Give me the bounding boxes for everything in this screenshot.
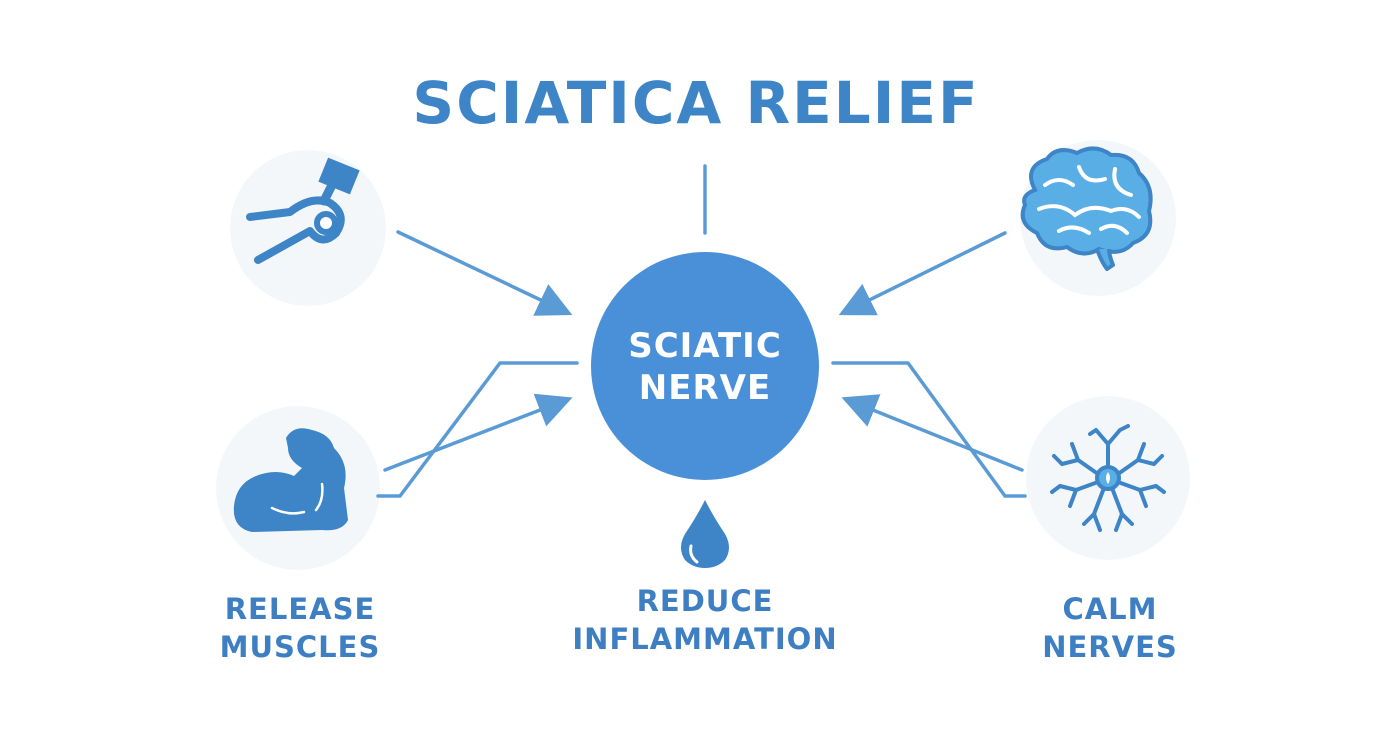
label-release-muscles: RELEASE MUSCLES: [175, 590, 425, 666]
flexed-arm-icon: [233, 428, 348, 532]
hub-label: SCIATIC NERVE: [590, 325, 820, 409]
label-reduce-inflammation-line1: REDUCE: [636, 584, 774, 618]
diagram-title: SCIATICA RELIEF: [412, 69, 980, 137]
hub-label-line1: SCIATIC: [628, 326, 782, 366]
arrow-top-right: [838, 231, 1007, 316]
sciatic-nerve-hub: [591, 252, 819, 480]
brain-icon: [1020, 146, 1153, 271]
label-reduce-inflammation: REDUCE INFLAMMATION: [540, 582, 870, 658]
connectors: [376, 164, 1027, 498]
label-reduce-inflammation-line2: INFLAMMATION: [572, 622, 838, 656]
arrow-bottom-right: [841, 394, 1024, 472]
label-release-muscles-line1: RELEASE: [224, 592, 376, 626]
label-release-muscles-line2: MUSCLES: [219, 630, 381, 664]
neuron-icon: [1050, 424, 1166, 532]
stretch-machine-icon: [246, 157, 360, 264]
water-drop-icon: [681, 500, 729, 568]
label-calm-nerves-line2: NERVES: [1042, 630, 1178, 664]
connector-left: [376, 361, 579, 498]
label-calm-nerves-line1: CALM: [1062, 592, 1158, 626]
connector-right: [831, 361, 1027, 498]
arrow-bottom-left: [383, 393, 573, 472]
hub-label-line2: NERVE: [638, 368, 772, 408]
label-calm-nerves: CALM NERVES: [985, 590, 1235, 666]
arrow-top-left: [396, 230, 573, 316]
